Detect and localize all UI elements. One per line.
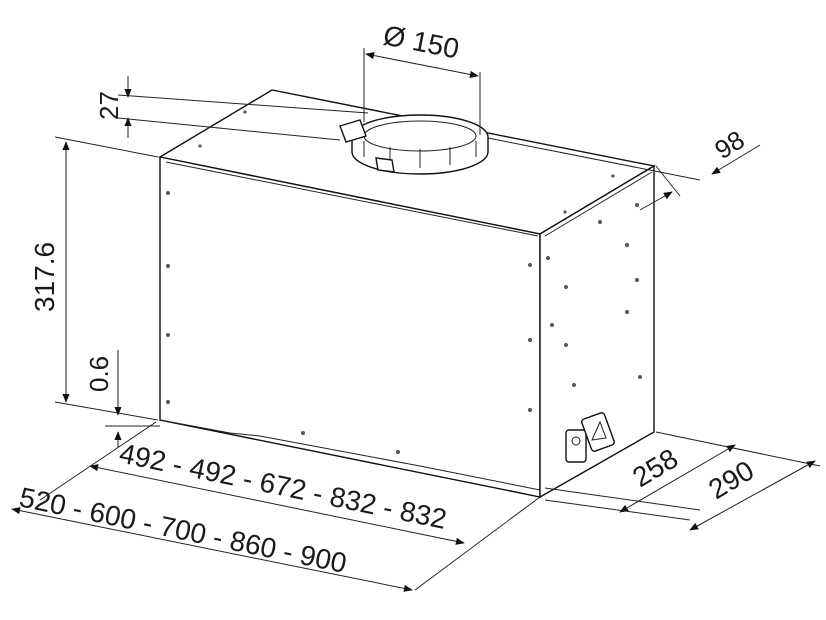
switch-connector-icon	[581, 412, 615, 452]
screw-dot	[635, 278, 639, 282]
extension-line	[487, 137, 701, 181]
extension-line	[117, 117, 341, 141]
front-top-edge	[165, 161, 539, 237]
extension-line	[54, 401, 159, 421]
screw-dot	[625, 243, 629, 247]
outer-depth-line	[689, 460, 816, 531]
top-offset-label: 98	[709, 124, 749, 165]
hood-body	[158, 89, 656, 499]
inner-depth-label: 258	[627, 443, 683, 494]
connector-panel	[565, 412, 615, 463]
screw-dot	[528, 408, 532, 412]
screw-dot	[198, 144, 202, 148]
screw-dot	[166, 264, 170, 268]
screw-dot	[166, 400, 170, 404]
screw-dot	[301, 431, 305, 435]
extension-line	[655, 431, 821, 467]
extension-line	[655, 165, 681, 197]
extension-line	[544, 487, 701, 511]
screw-dot	[625, 310, 629, 314]
screw-dot	[528, 263, 532, 267]
extension-line	[54, 136, 159, 158]
collar-latch-icon	[375, 157, 395, 173]
extension-line	[414, 496, 541, 591]
power-connector-icon	[565, 429, 587, 463]
outer-depth-label: 290	[703, 455, 759, 506]
collar-clamp-icon	[339, 119, 367, 143]
screw-dot	[635, 203, 639, 207]
extension-line	[117, 94, 369, 114]
top-height-label: 27	[94, 91, 124, 120]
dimension-line	[365, 52, 479, 78]
screw-dot	[611, 174, 615, 178]
screw-holes	[166, 110, 642, 454]
duct-collar	[339, 114, 489, 175]
side-face	[539, 164, 655, 499]
screw-dot	[564, 285, 568, 289]
screw-dot	[528, 338, 532, 342]
dimension-line	[711, 144, 761, 175]
dim-bottom-gap: 0.6	[84, 350, 160, 448]
side-top-edge	[544, 171, 653, 237]
outer-width-line	[11, 507, 413, 592]
bottom-gap-label: 0.6	[84, 356, 114, 392]
screw-dot	[550, 323, 554, 327]
screw-dot	[166, 333, 170, 337]
inner-depth-line	[619, 444, 736, 513]
screw-dot	[564, 343, 568, 347]
duct-diameter-label: Ø 150	[381, 19, 462, 64]
connector-hole	[571, 436, 581, 446]
screw-dot	[396, 450, 400, 454]
screw-dot	[166, 191, 170, 195]
screw-dot	[598, 220, 602, 224]
dim-top-height: 27	[94, 76, 369, 141]
connector-mark	[591, 420, 607, 441]
screw-dot	[243, 110, 247, 114]
extension-line	[544, 499, 691, 521]
screw-dot	[572, 383, 576, 387]
body-height-label: 317.6	[29, 242, 60, 312]
screw-dot	[638, 375, 642, 379]
screw-dot	[563, 210, 567, 214]
dim-body-height: 317.6	[29, 136, 159, 421]
extension-line	[39, 421, 157, 501]
screw-dot	[546, 256, 550, 260]
dimension-line	[639, 191, 673, 211]
